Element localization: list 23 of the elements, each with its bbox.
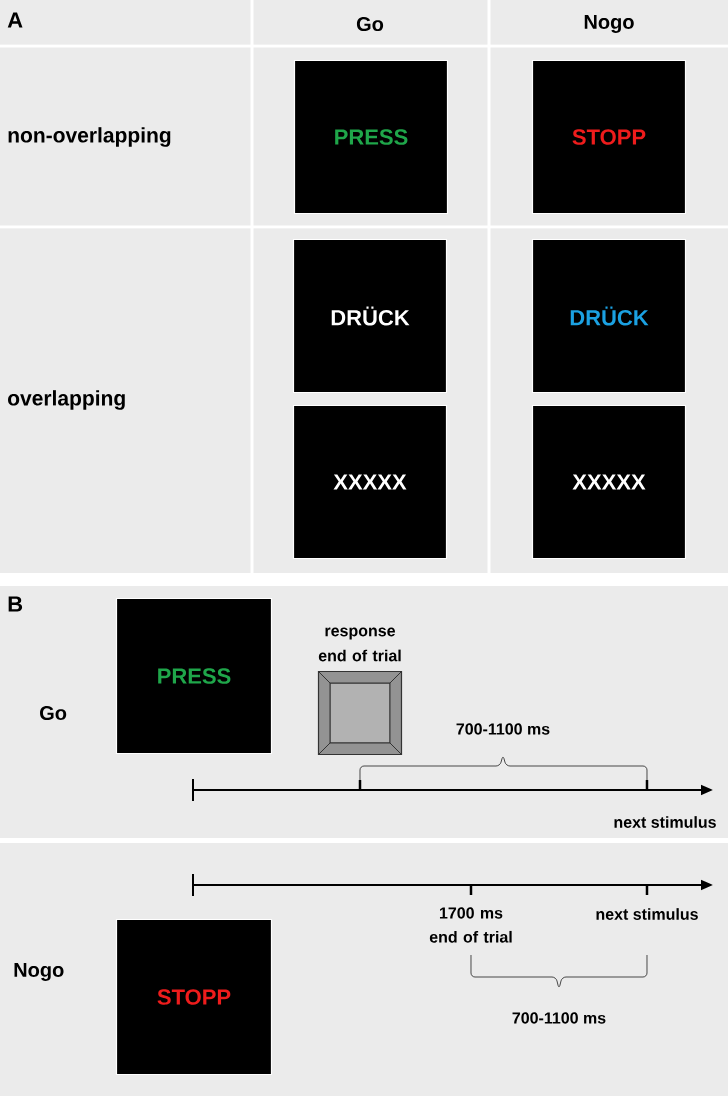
- stimulus-screen: PRESS: [115, 597, 273, 755]
- stimulus-screen: STOPP: [115, 918, 273, 1076]
- row-label: non-overlapping: [8, 127, 171, 147]
- interval-label: 700-1100 ms: [456, 723, 550, 735]
- stimulus-screen: XXXXX: [292, 404, 448, 560]
- column-header: Go: [356, 16, 384, 32]
- stimulus-screen: STOPP: [531, 59, 687, 215]
- stimulus-screen: DRÜCK: [531, 238, 687, 394]
- column-header: Nogo: [584, 15, 634, 33]
- stimulus-screen: PRESS: [293, 59, 449, 215]
- panel-letter: B: [8, 596, 23, 612]
- row-label: overlapping: [8, 390, 125, 410]
- button-label: response end of trial: [318, 627, 401, 662]
- stimulus-screen: DRÜCK: [292, 238, 448, 394]
- panel-letter: A: [7, 12, 23, 28]
- row-label: Nogo: [14, 963, 64, 981]
- time-label: next stimulus: [596, 908, 698, 920]
- stimulus-screen: XXXXX: [531, 404, 687, 560]
- time-label: 1700 ms end of trial: [429, 907, 512, 943]
- row-label: Go: [40, 705, 67, 721]
- time-label: next stimulus: [614, 816, 716, 828]
- response-button: [317, 670, 403, 756]
- interval-label: 700-1100 ms: [512, 1012, 606, 1024]
